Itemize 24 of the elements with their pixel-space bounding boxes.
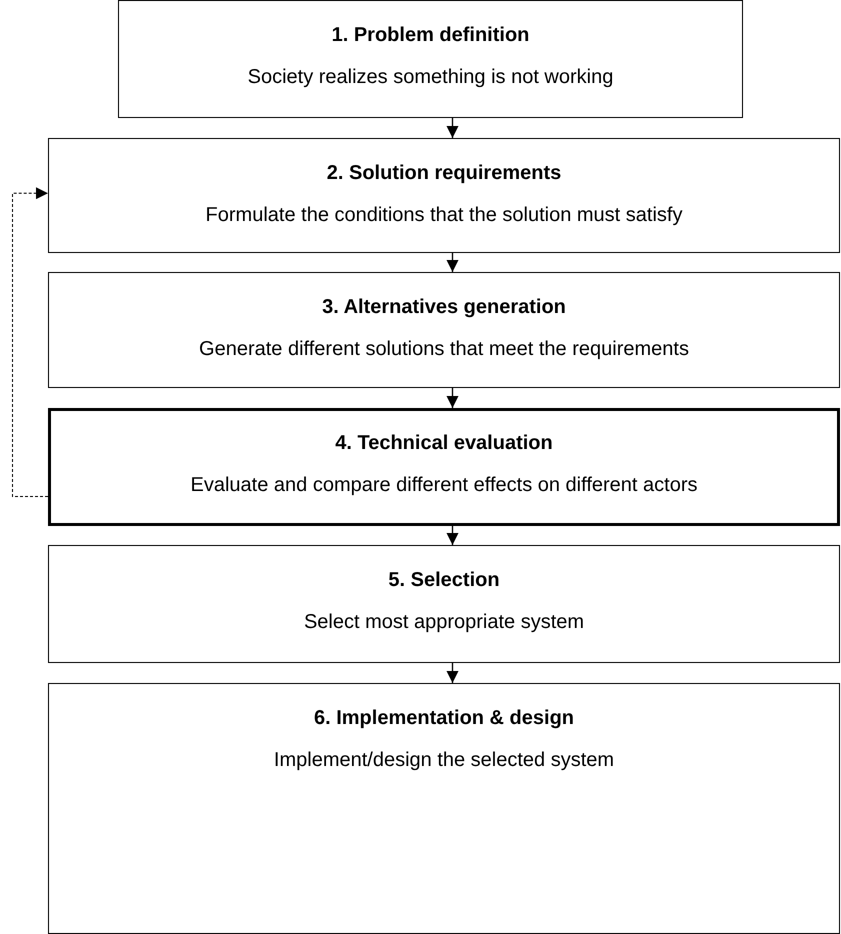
step-description: Formulate the conditions that the solution must satisfy [206, 204, 682, 227]
process-box [48, 138, 840, 253]
step-title: 2. Solution requirements [326, 162, 562, 185]
arrow [446, 388, 458, 408]
arrow [446, 526, 458, 545]
process-box [118, 0, 743, 118]
arrow [446, 663, 458, 683]
step-title: 3. Alternatives generation [322, 296, 566, 319]
step-description: Evaluate and compare different effects on different actors [190, 474, 698, 497]
step-title: 5. Selection [388, 569, 500, 592]
process-box [48, 272, 840, 388]
process-box [48, 545, 840, 663]
step-description: Implement/design the selected system [274, 749, 614, 772]
arrow [446, 253, 458, 272]
step-description: Select most appropriate system [304, 611, 584, 634]
step-title: 4. Technical evaluation [335, 432, 553, 455]
process-box [48, 683, 840, 934]
step-description: Society realizes something is not working [248, 66, 614, 89]
step-title: 6. Implementation & design [314, 707, 574, 730]
arrow [446, 118, 458, 138]
step-title: 1. Problem definition [332, 24, 530, 47]
process-box [48, 408, 840, 526]
arrow [12, 187, 48, 497]
step-description: Generate different solutions that meet the requirements [199, 338, 689, 361]
